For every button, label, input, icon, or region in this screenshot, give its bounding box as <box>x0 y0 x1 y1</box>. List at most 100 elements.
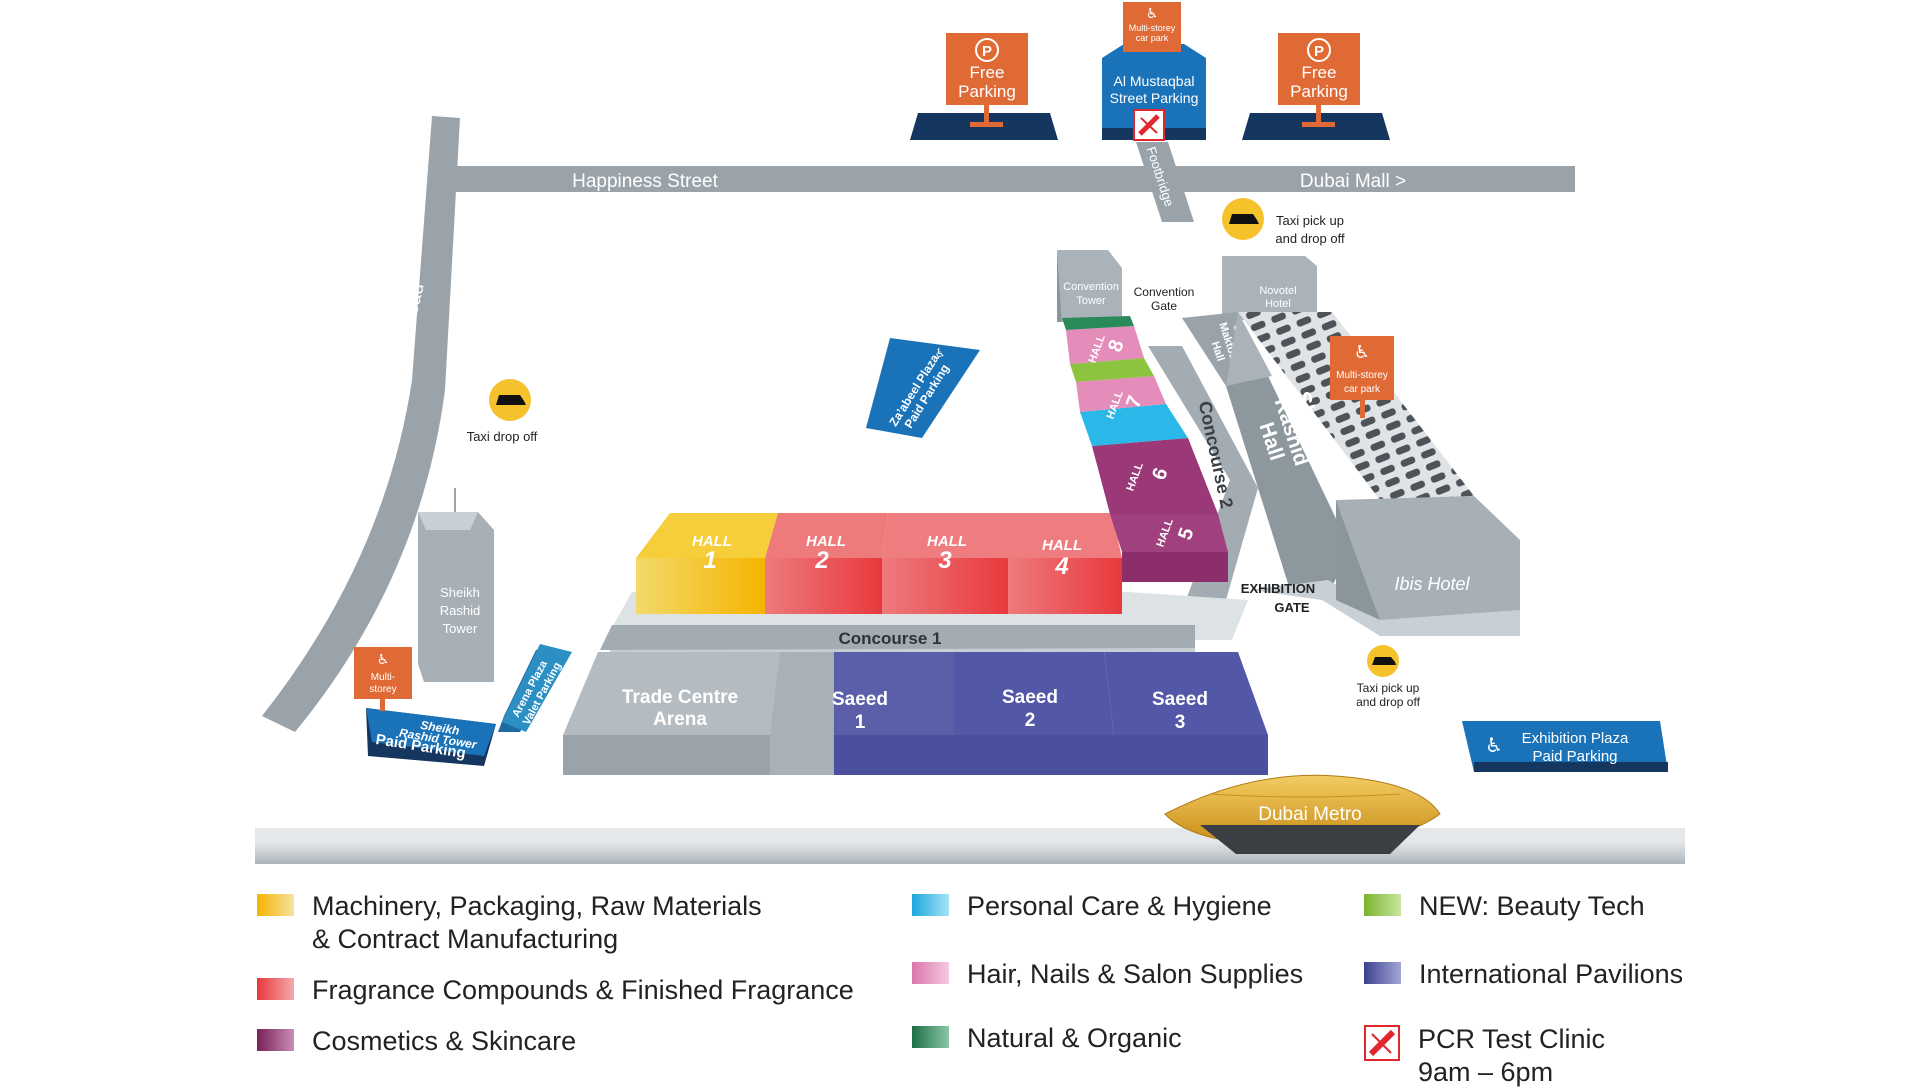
parking-p-icon <box>975 38 999 62</box>
dubai-metro-station[interactable]: Dubai Metro <box>1164 774 1441 854</box>
svg-text:storey: storey <box>369 684 396 695</box>
zaabeel-plaza-parking[interactable]: Za’abeel Plaza Paid Parking ♿ <box>866 338 980 438</box>
svg-text:Parking: Parking <box>1290 82 1348 101</box>
svg-text:HALL: HALL <box>927 533 967 550</box>
hall-6[interactable]: HALL 6 <box>1092 438 1218 514</box>
legend-swatch <box>912 962 949 984</box>
legend-item-pcr-clinic: PCR Test Clinic 9am – 6pm <box>1364 1023 1605 1089</box>
svg-text:car park: car park <box>1344 384 1381 395</box>
exhibition-plaza-parking[interactable]: ♿ Exhibition Plaza Paid Parking <box>1462 721 1668 772</box>
svg-text:HALL: HALL <box>1042 537 1082 554</box>
svg-text:Sheikh: Sheikh <box>440 585 480 600</box>
trade-centre-arena[interactable]: Trade Centre Arena <box>563 652 834 775</box>
svg-text:Rashid: Rashid <box>440 603 480 618</box>
legend-swatch <box>1364 894 1401 916</box>
svg-text:2: 2 <box>814 547 829 574</box>
svg-text:Saeed: Saeed <box>1152 689 1208 710</box>
free-parking-right[interactable]: P Free Parking <box>1242 33 1390 140</box>
legend-item-personal-care: Personal Care & Hygiene <box>912 890 1272 923</box>
svg-text:Street Parking: Street Parking <box>1110 90 1199 106</box>
hall-2[interactable]: HALL 2 <box>765 513 888 614</box>
svg-text:2: 2 <box>1025 710 1036 731</box>
wheelchair-icon: ♿ <box>935 346 946 360</box>
svg-text:Saeed: Saeed <box>832 689 888 710</box>
hall-7[interactable]: HALL 7 <box>1076 376 1166 421</box>
hall-4[interactable]: HALL 4 <box>1008 513 1122 614</box>
svg-text:Free: Free <box>970 63 1005 82</box>
multi-storey-sign-left[interactable]: ♿ Multi- storey <box>354 647 412 711</box>
exhibition-gate: EXHIBITION GATE <box>1241 581 1315 615</box>
ibis-hotel: Ibis Hotel <box>1250 496 1520 636</box>
al-mustaqbal-parking[interactable]: Al Mustaqbal Street Parking ♿ Multi-stor… <box>1102 2 1206 141</box>
car-park-area <box>1238 312 1474 500</box>
legend-item-fragrance: Fragrance Compounds & Finished Fragrance <box>257 974 854 1007</box>
novotel-hotel: Novotel Hotel <box>1222 256 1317 320</box>
wheelchair-icon: ♿ <box>1354 342 1370 362</box>
svg-text:Taxi pick up: Taxi pick up <box>1276 213 1344 228</box>
svg-text:3: 3 <box>938 547 952 574</box>
svg-text:Hotel: Hotel <box>1265 298 1291 310</box>
taxi-pickup-top: Taxi pick up and drop off <box>1222 198 1345 246</box>
parking-p-icon <box>1307 38 1331 62</box>
free-parking-left[interactable]: P Free Parking <box>910 33 1058 140</box>
svg-text:Tower: Tower <box>1076 295 1106 307</box>
svg-text:HALL: HALL <box>806 533 846 550</box>
hall-8-beauty-tech[interactable] <box>1070 358 1154 382</box>
svg-text:Taxi pick up: Taxi pick up <box>1357 681 1420 695</box>
svg-text:and drop off: and drop off <box>1356 695 1420 709</box>
legend-item-international: International Pavilions <box>1364 958 1683 991</box>
svg-text:Multi-storey: Multi-storey <box>1129 23 1176 33</box>
svg-text:Tower: Tower <box>443 621 478 636</box>
taxi-pickup-bottom: Taxi pick up and drop off <box>1356 645 1421 709</box>
hall-5[interactable]: HALL 5 <box>1110 514 1228 582</box>
legend-swatch <box>912 1026 949 1048</box>
saeed-hall-1[interactable]: Saeed 1 <box>832 652 954 775</box>
svg-text:4: 4 <box>1054 553 1068 580</box>
svg-text:Novotel: Novotel <box>1259 285 1296 297</box>
legend-swatch <box>257 1029 294 1051</box>
happiness-street-label: Happiness Street <box>572 171 718 192</box>
multi-storey-car-park-right[interactable]: ♿ Multi-storey car park <box>1330 336 1394 418</box>
svg-text:Exhibition Plaza: Exhibition Plaza <box>1522 730 1629 747</box>
metro-track <box>255 828 1685 864</box>
hall-3[interactable]: HALL 3 <box>882 513 1008 614</box>
svg-text:HALL: HALL <box>692 533 732 550</box>
pcr-clinic-icon <box>1133 109 1165 141</box>
svg-text:Trade Centre: Trade Centre <box>622 687 738 708</box>
svg-text:3: 3 <box>1175 712 1186 733</box>
arena-plaza-valet[interactable]: Arena Plaza Valet Parking <box>498 644 572 732</box>
svg-text:1: 1 <box>855 712 866 733</box>
legend-swatch <box>257 978 294 1000</box>
hall-8[interactable]: HALL 8 <box>1062 316 1144 365</box>
sheikh-rashid-tower: Sheikh Rashid Tower <box>418 488 494 682</box>
svg-text:car park: car park <box>1136 33 1169 43</box>
pcr-clinic-icon <box>1364 1025 1400 1061</box>
hall-7-personal-care[interactable] <box>1080 404 1188 446</box>
svg-text:Free: Free <box>1302 63 1337 82</box>
legend-item-machinery: Machinery, Packaging, Raw Materials & Co… <box>257 890 762 956</box>
concourse-1: Concourse 1 <box>600 625 1195 650</box>
svg-text:P: P <box>1314 43 1324 60</box>
svg-text:Ibis Hotel: Ibis Hotel <box>1394 574 1470 594</box>
sheikh-rashid-tower-parking[interactable]: Sheikh Rashid Tower Paid Parking <box>366 708 496 766</box>
wheelchair-icon: ♿ <box>1146 5 1159 21</box>
footbridge: Footbridge <box>1136 142 1194 222</box>
saeed-hall-2[interactable]: Saeed 2 <box>954 652 1114 775</box>
wheelchair-icon: ♿ <box>377 651 390 667</box>
wheelchair-icon: ♿ <box>1485 735 1503 757</box>
svg-text:Parking: Parking <box>958 82 1016 101</box>
saeed-hall-3[interactable]: Saeed 3 <box>1104 652 1268 775</box>
multi-storey-sign-top: ♿ Multi-storey car park <box>1123 2 1181 52</box>
svg-text:Saeed: Saeed <box>1002 687 1058 708</box>
svg-text:and drop off: and drop off <box>1275 231 1345 246</box>
convention-tower: Convention Tower <box>1057 250 1122 322</box>
hall-1[interactable]: HALL 1 <box>636 513 778 614</box>
svg-text:EXHIBITION: EXHIBITION <box>1241 581 1315 596</box>
svg-text:1: 1 <box>703 547 716 574</box>
svg-text:GATE: GATE <box>1274 600 1309 615</box>
svg-text:Convention: Convention <box>1134 285 1195 299</box>
dubai-mall-label: Dubai Mall > <box>1300 171 1406 192</box>
svg-text:Concourse 1: Concourse 1 <box>839 629 942 648</box>
happiness-street: Happiness Street Dubai Mall > <box>445 166 1575 192</box>
